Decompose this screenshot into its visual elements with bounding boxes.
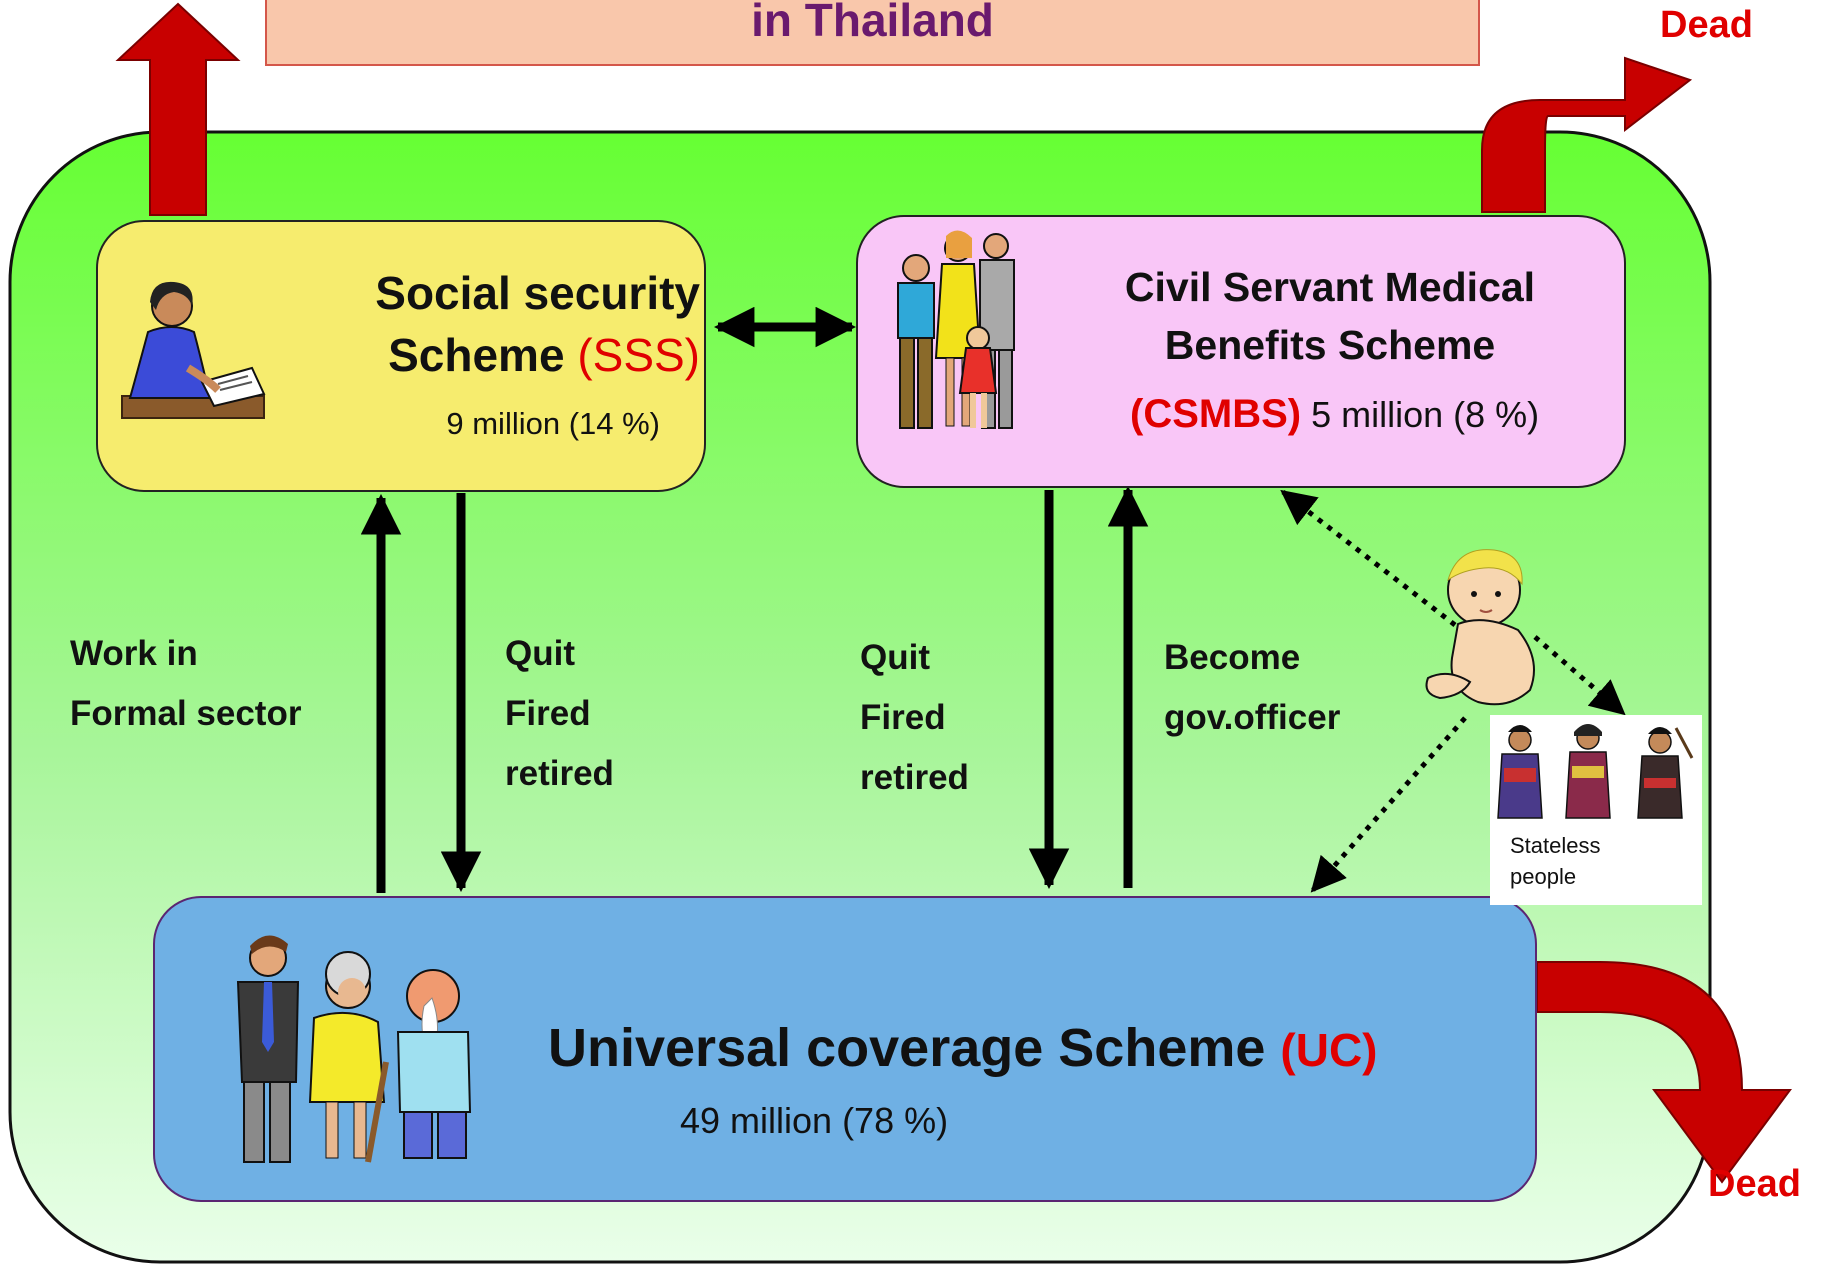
flow-label-uc-to-sss: Work in Formal sector bbox=[70, 624, 301, 744]
stateless-label: Stateless people bbox=[1510, 830, 1660, 892]
flow-label-line: Fired bbox=[505, 694, 591, 733]
sss-title: Social security Scheme (SSS) bbox=[300, 262, 700, 386]
sss-name-line2-row: Scheme (SSS) bbox=[300, 324, 700, 386]
flow-label-line: retired bbox=[860, 758, 969, 797]
csmbs-acronym-row: (CSMBS) 5 million (8 %) bbox=[1130, 392, 1539, 437]
flow-label-line: gov.officer bbox=[1164, 698, 1341, 737]
dotted-arrow-baby-to-stateless bbox=[1533, 635, 1626, 716]
exit-arrow-top-right bbox=[1481, 56, 1693, 213]
sss-member-count: 9 million (14 %) bbox=[446, 406, 660, 441]
flow-label-line: Become bbox=[1164, 638, 1301, 677]
uc-title-row: Universal coverage Scheme (UC) bbox=[548, 1017, 1378, 1079]
flow-label-csmbs-to-uc: Quit Fired retired bbox=[860, 628, 969, 808]
flow-label-line: Work in bbox=[70, 634, 198, 673]
csmbs-member-count: 5 million (8 %) bbox=[1311, 394, 1540, 435]
baby-icon bbox=[1425, 549, 1535, 706]
flow-label-line: retired bbox=[505, 754, 614, 793]
sss-acronym: (SSS) bbox=[577, 329, 700, 381]
family-icon bbox=[897, 230, 1015, 429]
elderly-people-icon bbox=[236, 935, 472, 1163]
uc-member-count: 49 million (78 %) bbox=[680, 1100, 949, 1141]
exit-arrow-bottom-right bbox=[1536, 961, 1792, 1184]
csmbs-name-line2: Benefits Scheme bbox=[1164, 322, 1496, 368]
uc-acronym: (UC) bbox=[1280, 1024, 1378, 1076]
office-worker-icon bbox=[121, 281, 266, 419]
flow-label-line: Formal sector bbox=[70, 694, 302, 733]
flow-label-line: Quit bbox=[505, 634, 575, 673]
flow-label-sss-to-uc: Quit Fired retired bbox=[505, 624, 614, 804]
dead-label-bottom-right: Dead bbox=[1708, 1163, 1801, 1205]
exit-arrow-up bbox=[115, 2, 241, 216]
csmbs-title: Civil Servant Medical Benefits Scheme bbox=[1055, 258, 1605, 374]
sss-name-line2: Scheme bbox=[388, 329, 565, 381]
uc-scheme-box bbox=[153, 896, 1537, 1202]
stateless-label-line1: Stateless bbox=[1510, 833, 1601, 858]
title-banner bbox=[265, 0, 1480, 66]
csmbs-acronym: (CSMBS) bbox=[1130, 392, 1302, 436]
hill-tribe-people-icon bbox=[1497, 724, 1694, 819]
stateless-label-line2: people bbox=[1510, 864, 1577, 889]
flow-label-line: Fired bbox=[860, 698, 946, 737]
sss-name-line1: Social security bbox=[375, 267, 700, 319]
dotted-arrow-baby-to-csmbs bbox=[1280, 489, 1457, 627]
dead-label-top-right: Dead bbox=[1660, 4, 1753, 46]
flow-label-uc-to-csmbs: Become gov.officer bbox=[1164, 628, 1340, 748]
dotted-arrow-baby-to-uc bbox=[1310, 716, 1467, 893]
uc-name: Universal coverage Scheme bbox=[548, 1018, 1266, 1078]
csmbs-name-line1: Civil Servant Medical bbox=[1124, 264, 1536, 310]
flow-label-line: Quit bbox=[860, 638, 930, 677]
page-title: in Thailand bbox=[751, 0, 994, 46]
sss-scheme-box bbox=[96, 220, 706, 492]
